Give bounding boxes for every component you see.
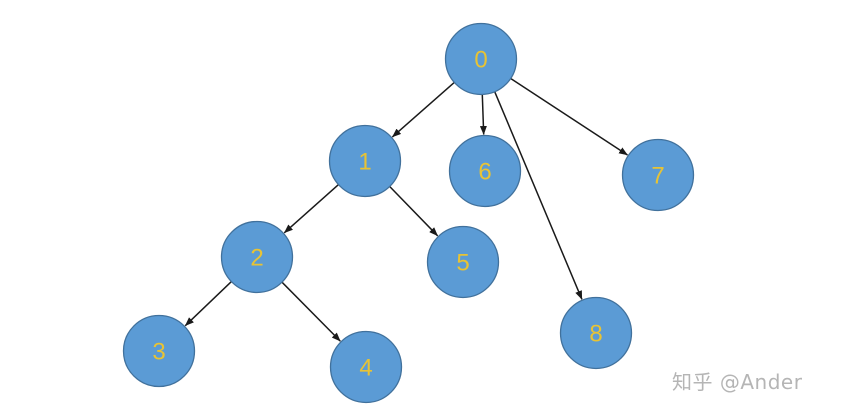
- edge-0-to-6: [479, 94, 487, 135]
- node-circle-0: [444, 22, 518, 96]
- tree-node-2: 2: [220, 220, 294, 294]
- node-circle-5: [426, 225, 500, 299]
- node-label-6: 6: [478, 159, 491, 186]
- edge-0-to-8: [494, 91, 583, 300]
- tree-node-4: 4: [329, 330, 403, 404]
- node-circle-7: [621, 138, 695, 212]
- edge-2-to-3: [184, 281, 232, 327]
- node-circle-2: [220, 220, 294, 294]
- edges-layer: [184, 77, 628, 342]
- node-label-0: 0: [474, 47, 487, 74]
- tree-node-0: 0: [444, 22, 518, 96]
- tree-node-8: 8: [559, 296, 633, 370]
- node-label-5: 5: [456, 250, 469, 277]
- edge-0-to-1: [391, 81, 455, 138]
- tree-node-6: 6: [448, 134, 522, 208]
- node-label-1: 1: [358, 149, 371, 176]
- tree-node-3: 3: [122, 314, 196, 388]
- node-circle-1: [328, 124, 402, 198]
- node-circle-4: [329, 330, 403, 404]
- nodes-layer: 0 1 2 3 4 5 6 7 8: [122, 22, 695, 404]
- edge-0-to-7: [510, 77, 628, 156]
- node-label-3: 3: [152, 339, 165, 366]
- tree-node-7: 7: [621, 138, 695, 212]
- node-label-7: 7: [651, 163, 664, 190]
- node-circle-8: [559, 296, 633, 370]
- node-label-4: 4: [359, 355, 372, 382]
- tree-node-5: 5: [426, 225, 500, 299]
- edge-1-to-2: [283, 184, 339, 234]
- tree-node-1: 1: [328, 124, 402, 198]
- node-circle-6: [448, 134, 522, 208]
- node-label-2: 2: [250, 245, 263, 272]
- edge-1-to-5: [389, 185, 439, 237]
- watermark-text: 知乎 @Ander: [672, 370, 803, 394]
- node-label-8: 8: [589, 321, 602, 348]
- edge-2-to-4: [281, 281, 341, 342]
- node-circle-3: [122, 314, 196, 388]
